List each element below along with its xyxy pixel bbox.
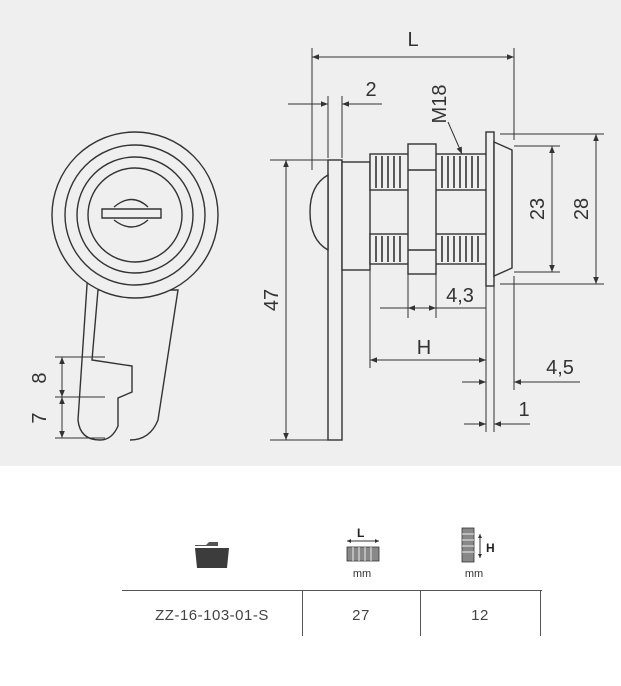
lock-height-icon: [461, 527, 482, 563]
lock-length-icon: [346, 539, 380, 562]
dim-23-label: 23: [527, 198, 549, 220]
front-dimensions: [55, 356, 105, 439]
dim-4-3-label: 4,3: [446, 285, 474, 307]
dim-8-label: 8: [29, 372, 51, 383]
lock-body: [341, 161, 371, 271]
cam-plate: [327, 159, 343, 441]
technical-drawing-panel: 8 7: [0, 0, 621, 466]
product-code-cell: ZZ-16-103-01-S: [155, 607, 269, 624]
dim-1-label: 1: [518, 399, 529, 421]
nut: [407, 143, 437, 275]
flange: [485, 131, 495, 287]
length-value-cell: 27: [352, 607, 370, 624]
length-letter: L: [357, 526, 365, 540]
cam-lock-technical-drawing: 8 7: [29, 29, 604, 441]
folder-icon: [195, 542, 229, 568]
dim-7-label: 7: [29, 412, 51, 423]
column-divider-3: [540, 590, 541, 636]
thread-hatch: [375, 156, 479, 262]
front-view: [51, 131, 219, 441]
side-view: [309, 131, 513, 441]
height-letter: H: [486, 541, 495, 555]
length-unit: mm: [352, 568, 372, 580]
table-divider: [122, 590, 542, 591]
ring-2: [64, 144, 206, 286]
spec-table: L mm H mm ZZ-16-103-01-S 27 12: [0, 466, 621, 686]
height-value-cell: 12: [471, 607, 489, 624]
dim-L-label: L: [407, 29, 418, 51]
dim-28-label: 28: [571, 198, 593, 220]
dim-4-5-label: 4,5: [546, 357, 574, 379]
dim-2-label: 2: [365, 79, 376, 101]
dim-47-label: 47: [261, 289, 283, 311]
ring-3: [76, 156, 194, 274]
dim-M18-label: M18: [429, 85, 451, 124]
column-divider-2: [420, 590, 421, 636]
column-divider-1: [302, 590, 303, 636]
height-unit: mm: [464, 568, 484, 580]
key-slot: [101, 208, 162, 219]
face: [493, 140, 513, 278]
dim-H-label: H: [417, 337, 431, 359]
body-tip: [309, 173, 329, 252]
side-dimensions: [270, 48, 604, 441]
ring-4: [87, 167, 183, 263]
